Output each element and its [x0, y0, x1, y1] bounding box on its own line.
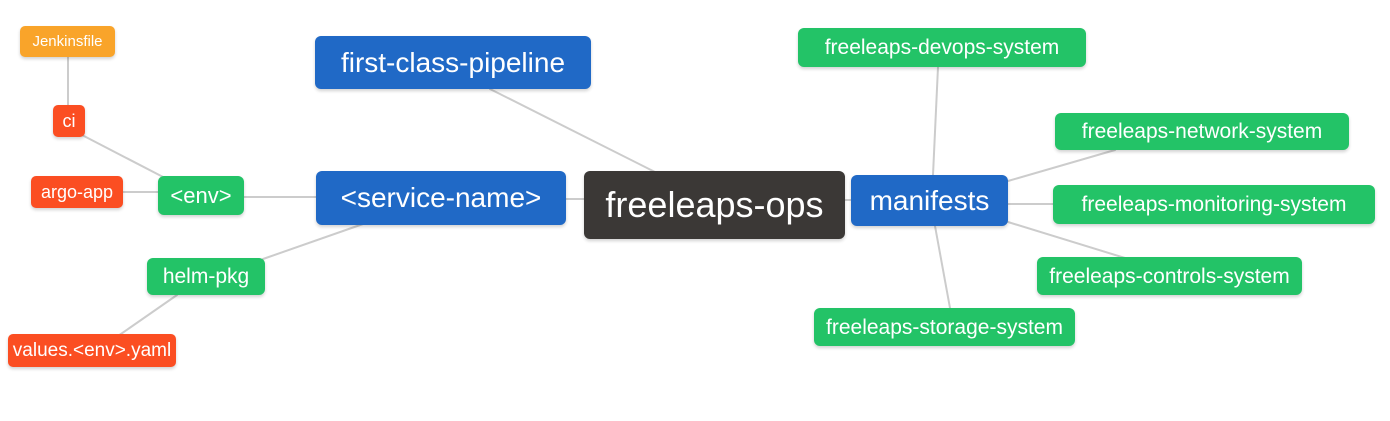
node-freeleaps-storage-system[interactable]: freeleaps-storage-system	[814, 308, 1075, 346]
edge-manifests-controls	[1007, 221, 1126, 259]
edge-ci-env	[81, 134, 166, 179]
node-jenkinsfile[interactable]: Jenkinsfile	[20, 26, 115, 57]
edge-manifests-storage	[934, 225, 951, 309]
edge-pipeline-root	[489, 88, 656, 173]
node-first-class-pipeline[interactable]: first-class-pipeline	[315, 36, 591, 89]
node-ci[interactable]: ci	[53, 105, 85, 137]
node-freeleaps-monitoring-system[interactable]: freeleaps-monitoring-system	[1053, 185, 1375, 224]
node-manifests[interactable]: manifests	[851, 175, 1008, 226]
node-env[interactable]: <env>	[158, 176, 244, 215]
node-freeleaps-network-system[interactable]: freeleaps-network-system	[1055, 113, 1349, 150]
node-argo-app[interactable]: argo-app	[31, 176, 123, 208]
node-freeleaps-ops-root[interactable]: freeleaps-ops	[584, 171, 845, 239]
node-freeleaps-devops-system[interactable]: freeleaps-devops-system	[798, 28, 1086, 67]
edge-manifests-devops	[932, 66, 939, 176]
node-values-env-yaml[interactable]: values.<env>.yaml	[8, 334, 176, 367]
node-service-name[interactable]: <service-name>	[316, 171, 566, 225]
edge-service-name-helm-pkg	[262, 223, 364, 260]
edge-manifests-network	[1007, 149, 1116, 182]
node-freeleaps-controls-system[interactable]: freeleaps-controls-system	[1037, 257, 1302, 295]
edge-helm-pkg-values	[117, 294, 178, 337]
node-helm-pkg[interactable]: helm-pkg	[147, 258, 265, 295]
